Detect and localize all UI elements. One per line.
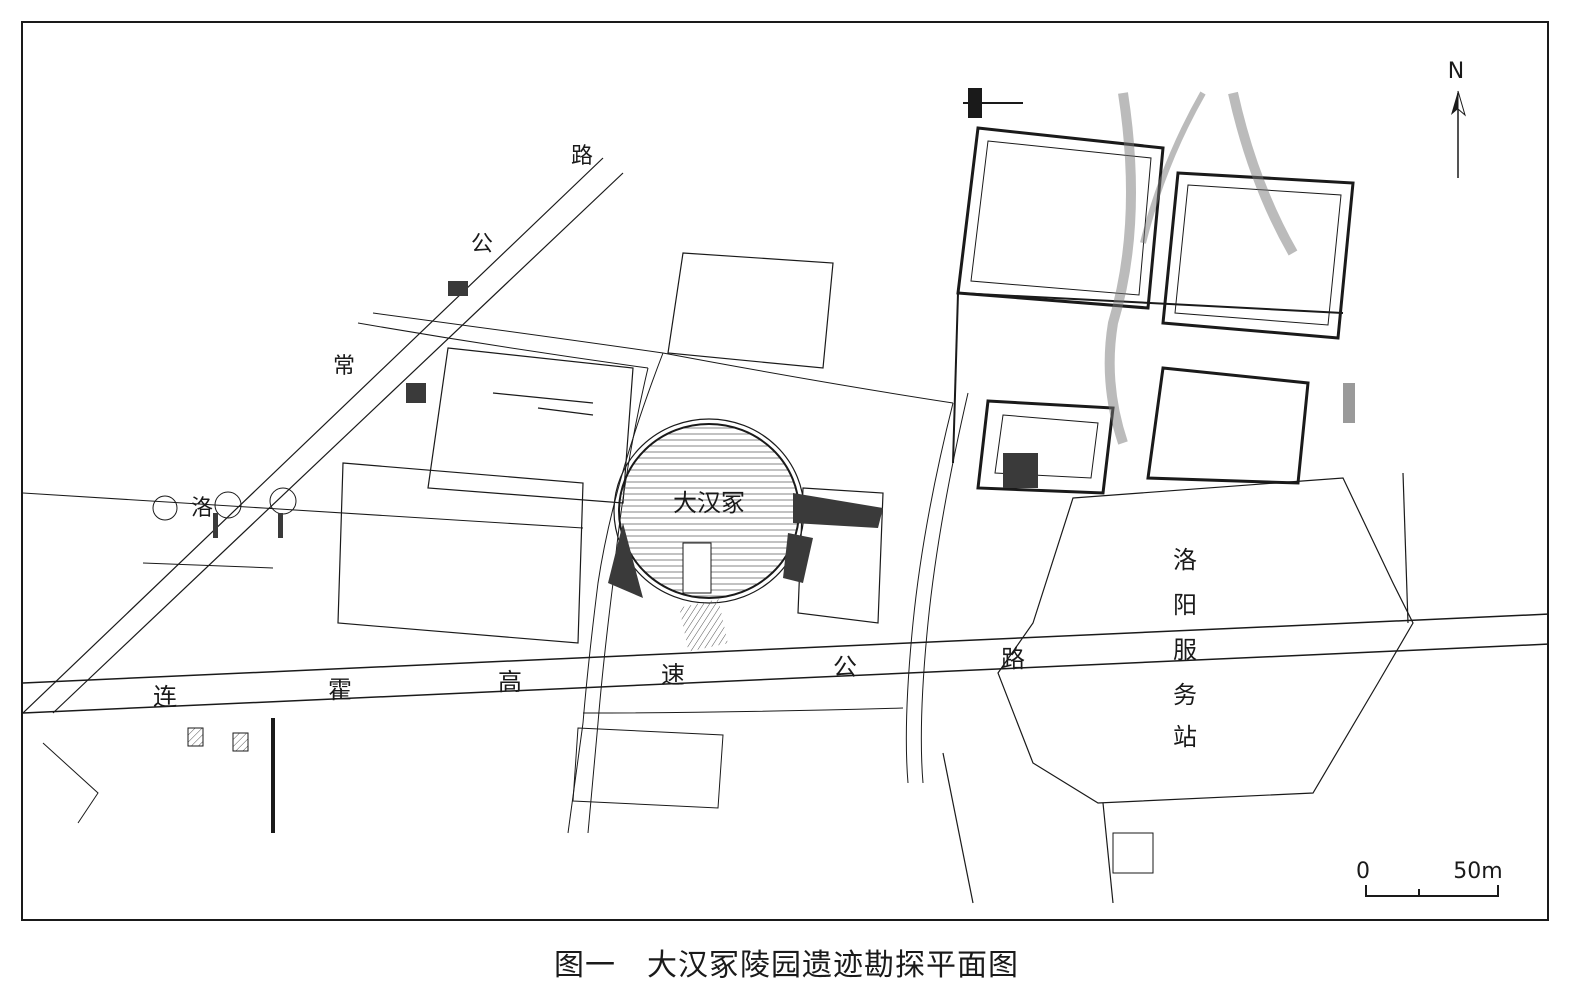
scale-end-label: 50m — [1453, 859, 1502, 884]
scale-start-label: 0 — [1356, 859, 1370, 884]
road-label-luo: 洛 — [191, 496, 213, 521]
expressway-labels: 连 霍 高 速 公 路 — [153, 645, 1025, 711]
hw-label-5: 公 — [833, 653, 857, 681]
sa-label-4: 务 — [1173, 681, 1197, 709]
figure-caption: 图一 大汉冢陵园遗迹勘探平面图 — [554, 948, 1019, 983]
road-label-chang: 常 — [333, 354, 355, 379]
palace-complex — [952, 88, 1355, 495]
small-features — [152, 281, 1355, 538]
changluo-road-labels: 路 公 常 洛 — [191, 144, 593, 521]
service-area-labels: 洛 阳 服 务 站 — [1173, 546, 1197, 751]
survey-map: 大汉冢 — [23, 59, 1547, 904]
hw-label-4: 速 — [661, 661, 685, 689]
hw-label-2: 霍 — [328, 676, 352, 704]
hw-label-3: 高 — [498, 668, 522, 696]
hw-label-6: 路 — [1001, 645, 1025, 673]
map-frame: 大汉冢 — [21, 21, 1549, 921]
south-enclosures — [42, 718, 1154, 874]
sa-label-2: 阳 — [1173, 591, 1197, 619]
mound-label-text: 大汉冢 — [673, 489, 745, 517]
sa-label-5: 站 — [1173, 723, 1197, 751]
sa-label-1: 洛 — [1173, 546, 1197, 574]
west-enclosures — [337, 252, 884, 644]
expressway — [23, 613, 1547, 714]
mound-label: 大汉冢 — [673, 489, 745, 517]
scale-bar: 0 50m — [1356, 859, 1503, 897]
road-label-gong: 公 — [471, 232, 493, 257]
hw-label-1: 连 — [153, 683, 177, 711]
changluo-road — [23, 157, 624, 714]
road-label-lu: 路 — [571, 144, 593, 169]
great-mound — [608, 418, 883, 652]
north-label: N — [1448, 59, 1464, 84]
sa-label-3: 服 — [1173, 636, 1197, 664]
service-area — [942, 472, 1414, 904]
local-roads — [23, 312, 969, 834]
north-arrow-icon: N — [1448, 59, 1466, 178]
